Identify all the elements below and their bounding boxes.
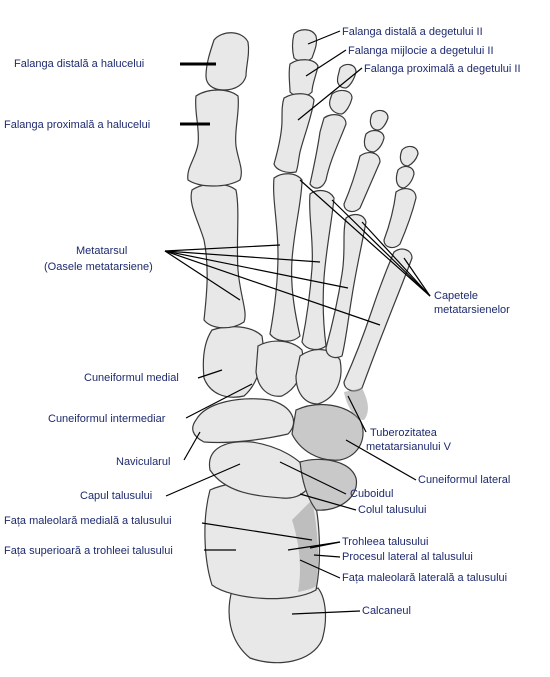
intermediate-cuneiform-bone [255,340,304,397]
lateral-cuneiform-bone [295,349,342,405]
label-metatarsal: Metatarsul [76,245,127,257]
label-superior-trochlea-face: Fața superioară a trohleei talusului [4,545,173,557]
label-proximal-phalanx-hallux: Falanga proximală a halucelui [4,119,150,131]
toe5-distal-phalanx-bone [399,145,419,167]
toe4-distal-phalanx-bone [369,109,389,131]
cuboid-bone [291,403,364,461]
label-lateral-malleolar-face: Fața maleolară laterală a talusului [342,572,507,584]
label-middle-phalanx-toe2: Falanga mijlocie a degetului II [348,45,494,57]
label-lateral-process: Procesul lateral al talusului [342,551,473,563]
toe2-middle-phalanx-bone [288,59,319,98]
label-distal-phalanx-toe2: Falanga distală a degetului II [342,26,483,38]
label-medial-cuneiform: Cuneiformul medial [84,372,179,384]
toe3-distal-phalanx-bone [336,63,357,89]
metatarsal-3-bone [301,189,335,351]
metatarsal-2-bone [269,173,303,342]
label-medial-malleolar-face: Fața maleolară medială a talusului [4,515,172,527]
label-talus-head: Capul talusului [80,490,152,502]
label-proximal-phalanx-toe2: Falanga proximală a degetului II [364,63,521,75]
toe4-proximal-phalanx-bone [343,152,381,213]
metatarsal-4-bone [325,213,367,359]
label-tuberosity: Tuberozitatea [370,427,438,439]
label-metatarsal-sub: (Oasele metatarsiene) [44,261,153,273]
hallux-proximal-phalanx-bone [187,89,242,187]
labels: Falanga distală a degetului II Falanga m… [4,26,521,617]
metatarsal-1-bone [190,183,246,329]
label-lateral-cuneiform: Cuneiformul lateral [418,474,510,486]
label-trochlea: Trohleea talusului [342,536,428,548]
label-cuboid: Cuboidul [350,488,393,500]
leader-lines [164,30,431,615]
toe3-middle-phalanx-bone [329,89,353,115]
label-metatarsal-heads-sub: metatarsienelor [434,304,510,316]
bones [187,29,419,664]
label-talus-neck: Colul talusului [358,504,426,516]
toe5-middle-phalanx-bone [395,165,415,189]
label-navicular: Navicularul [116,456,170,468]
label-calcaneus: Calcaneul [362,605,411,617]
navicular-bone [192,398,294,444]
hallux-distal-phalanx-bone [205,32,250,91]
toe3-proximal-phalanx-bone [309,114,347,189]
toe4-middle-phalanx-bone [363,129,385,153]
toe5-proximal-phalanx-bone [383,188,417,249]
medial-cuneiform-bone [202,326,264,398]
label-distal-phalanx-hallux: Falanga distală a halucelui [14,58,144,70]
label-metatarsal-heads: Capetele [434,290,478,302]
label-intermediate-cuneiform: Cuneiformul intermediar [48,413,166,425]
toe2-distal-phalanx-bone [291,29,318,62]
toe2-proximal-phalanx-bone [273,93,315,174]
label-tuberosity-sub: metatarsianului V [366,441,452,453]
